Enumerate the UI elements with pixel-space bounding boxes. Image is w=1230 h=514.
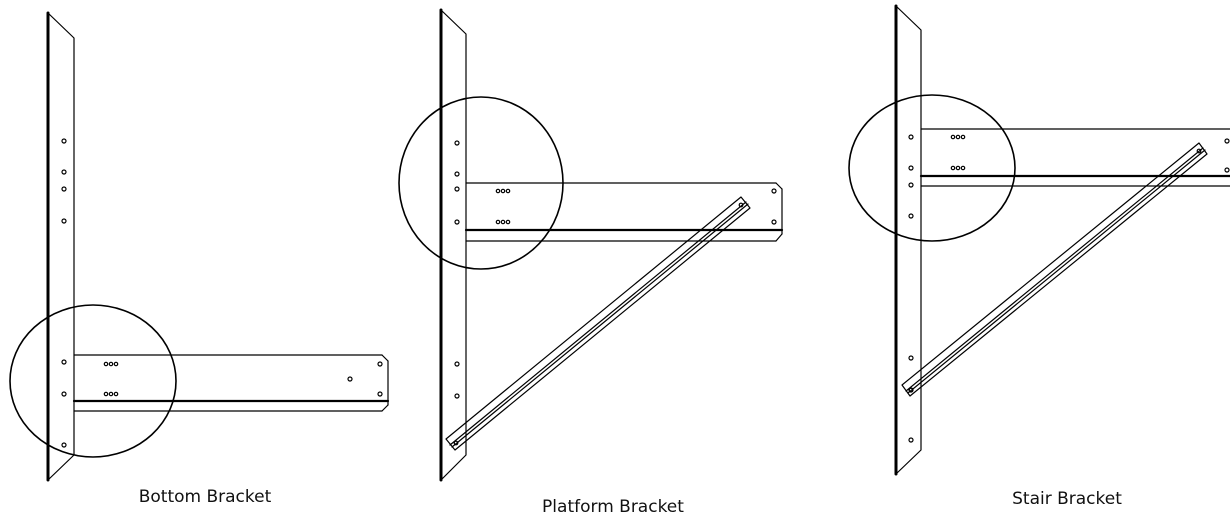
bottom-bracket-detail-circle xyxy=(9,304,177,458)
stair-bracket-detail-circle xyxy=(848,94,1016,242)
platform-bracket-post-holes xyxy=(454,140,460,399)
caption-stair-bracket: Stair Bracket xyxy=(1012,489,1122,509)
platform-bracket-post xyxy=(439,8,467,482)
platform-bracket-brace xyxy=(445,196,751,451)
platform-bracket-arm-holes xyxy=(495,188,777,225)
caption-bottom-bracket: Bottom Bracket xyxy=(138,487,272,507)
bottom-bracket xyxy=(9,11,390,482)
bottom-bracket-post-holes xyxy=(61,138,67,448)
platform-bracket xyxy=(398,8,784,482)
stair-bracket-arm xyxy=(919,128,1230,187)
stair-bracket-arm-holes xyxy=(950,134,1230,173)
platform-bracket-detail-circle xyxy=(398,96,564,270)
platform-bracket-arm xyxy=(464,182,784,242)
caption-platform-bracket: Platform Bracket xyxy=(542,497,684,514)
bottom-bracket-arm xyxy=(72,354,390,412)
bottom-bracket-post xyxy=(46,11,75,482)
stair-bracket-brace xyxy=(901,142,1208,397)
bottom-bracket-arm-holes xyxy=(103,361,383,397)
stair-bracket xyxy=(848,4,1230,476)
